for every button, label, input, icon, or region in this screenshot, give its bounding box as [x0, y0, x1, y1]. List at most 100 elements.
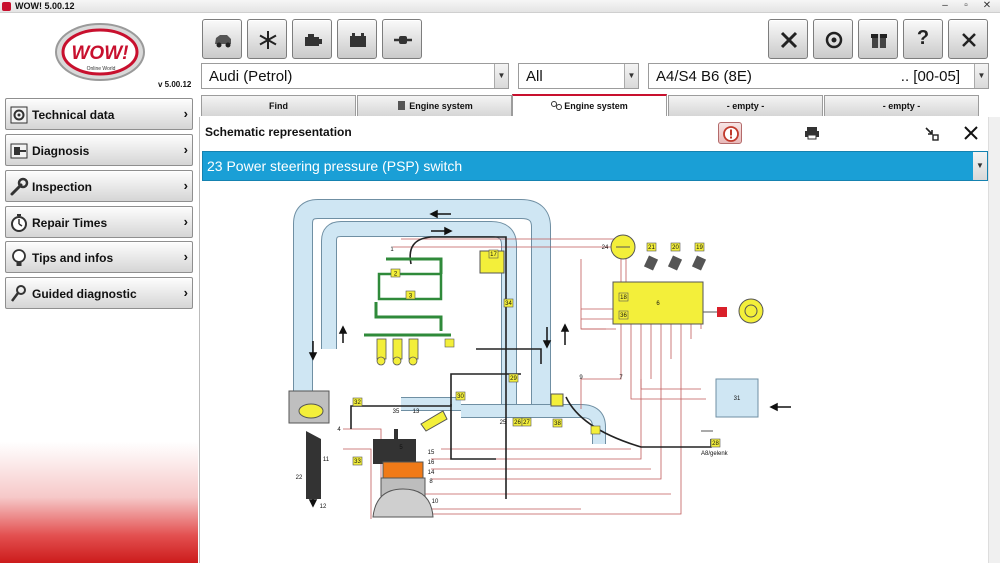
sync-icon — [825, 31, 843, 49]
tab-label: - empty - — [882, 101, 921, 111]
tab-find[interactable]: Find — [201, 95, 356, 116]
filter-select[interactable]: All ▼ — [518, 63, 639, 89]
svg-text:Online World: Online World — [87, 66, 116, 72]
window-title: WOW! 5.00.12 — [15, 1, 75, 11]
diagram-label-11: 11 — [323, 457, 330, 463]
panel-title: Schematic representation — [205, 125, 352, 139]
sidebar-item-tips-and-infos[interactable]: Tips and infos › — [5, 241, 193, 273]
sidebar-item-diagnosis[interactable]: Diagnosis › — [5, 134, 193, 166]
schematic-icon — [551, 101, 563, 110]
diagram-label-20: 20 — [672, 245, 679, 251]
sidebar-item-technical-data[interactable]: Technical data › — [5, 98, 193, 130]
diagram-label-33: 33 — [354, 459, 361, 465]
tab-empty-2[interactable]: - empty - — [824, 95, 979, 116]
diagram-label-24: 24 — [602, 245, 609, 251]
close-icon — [964, 126, 978, 140]
model-years-value: .. [00-05] — [900, 68, 960, 85]
sidebar-item-repair-times[interactable]: Repair Times › — [5, 206, 193, 238]
gift-button[interactable] — [858, 19, 898, 59]
print-button[interactable] — [800, 122, 824, 144]
wow-logo: WOW! Online World — [55, 23, 145, 81]
sidebar: WOW! Online World v 5.00.12 Technical da… — [0, 13, 198, 563]
chevron-down-icon[interactable]: ▼ — [624, 64, 638, 88]
model-select-value: A4/S4 B6 (8E) — [656, 68, 752, 85]
component-numbers: 1 2 3 4 5 6 7 8 9 10 11 12 13 14 15 16 1… — [296, 245, 741, 510]
fuel-rail — [364, 257, 451, 337]
tools-icon — [780, 31, 798, 49]
sidebar-item-guided-diagnostic[interactable]: Guided diagnostic › — [5, 277, 193, 309]
engine-icon — [305, 34, 322, 46]
scrollbar[interactable] — [988, 117, 1000, 563]
cable-button[interactable] — [382, 19, 422, 59]
printer-icon — [805, 127, 819, 140]
diagram-label-14: 14 — [428, 470, 435, 476]
help-button[interactable]: ? — [903, 19, 943, 59]
flow-arrows — [308, 209, 791, 508]
cable-icon — [394, 36, 412, 44]
chevron-down-icon[interactable]: ▼ — [973, 152, 987, 180]
diagram-label-35: 35 — [393, 409, 400, 415]
filter-select-value: All — [526, 68, 543, 85]
exit-button[interactable] — [948, 19, 988, 59]
gear-icon — [10, 106, 28, 124]
app-icon — [2, 2, 11, 11]
close-icon — [962, 33, 976, 47]
panel-close-button[interactable] — [959, 122, 983, 144]
title-bar: WOW! 5.00.12 – ▫ ✕ — [0, 0, 1000, 13]
help-icon: ? — [916, 27, 930, 49]
diagram-label-1: 1 — [390, 247, 394, 253]
diagram-label-27: 27 — [523, 420, 530, 426]
diagram-label-30: 30 — [457, 394, 464, 400]
chevron-right-icon: › — [183, 249, 188, 264]
air-duct — [293, 199, 606, 444]
injectors — [376, 338, 419, 366]
tab-label: - empty - — [726, 101, 765, 111]
diagram-label-19: 19 — [696, 245, 703, 251]
ecu-module — [479, 234, 764, 432]
shrink-button[interactable] — [920, 122, 944, 144]
sidebar-item-label: Inspection — [32, 180, 93, 194]
vehicle-button[interactable] — [202, 19, 242, 59]
chevron-right-icon: › — [183, 178, 188, 193]
tab-engine-system-2[interactable]: Engine system — [512, 94, 667, 116]
info-icon — [723, 126, 739, 142]
tab-label-wrap: Engine system — [358, 101, 511, 111]
diagnosis-plug-icon — [10, 143, 28, 159]
chevron-down-icon[interactable]: ▼ — [494, 64, 508, 88]
schematic-panel: Schematic representation 23 Power steeri… — [199, 117, 988, 563]
snowflake-icon — [259, 31, 277, 49]
chevron-down-icon[interactable]: ▼ — [974, 64, 988, 88]
tab-label: Engine system — [564, 101, 628, 111]
info-button[interactable] — [718, 122, 742, 144]
tools-button[interactable] — [768, 19, 808, 59]
sync-button[interactable] — [813, 19, 853, 59]
minimize-button[interactable]: – — [942, 0, 948, 11]
chevron-right-icon: › — [183, 106, 188, 121]
window-close-button[interactable]: ✕ — [982, 0, 992, 11]
model-select[interactable]: A4/S4 B6 (8E) .. [00-05] ▼ — [648, 63, 989, 89]
shrink-icon — [925, 127, 939, 141]
diagram-label-38: 38 — [554, 421, 561, 427]
maximize-button[interactable]: ▫ — [964, 0, 968, 11]
diagram-label-32: 32 — [354, 400, 361, 406]
tab-engine-system-1[interactable]: Engine system — [357, 95, 512, 116]
sidebar-item-inspection[interactable]: Inspection › — [5, 170, 193, 202]
diagram-label-7: 7 — [619, 375, 623, 381]
diagram-label-22: 22 — [296, 475, 303, 481]
make-select[interactable]: Audi (Petrol) ▼ — [201, 63, 509, 89]
diagram-label-13: 13 — [413, 409, 420, 415]
electrical-button[interactable] — [337, 19, 377, 59]
diagram-label-31: 31 — [734, 396, 741, 402]
sidebar-item-label: Technical data — [32, 108, 115, 122]
tab-empty-1[interactable]: - empty - — [668, 95, 823, 116]
diagram-label-36: 36 — [620, 313, 627, 319]
sidebar-item-label: Repair Times — [32, 216, 108, 230]
engine-button[interactable] — [292, 19, 332, 59]
climate-button[interactable] — [247, 19, 287, 59]
chevron-right-icon: › — [183, 285, 188, 300]
component-labels — [352, 242, 721, 466]
diagram-small-text: A8/gelenk — [701, 451, 729, 457]
component-select[interactable]: 23 Power steering pressure (PSP) switch … — [202, 151, 988, 181]
lightbulb-icon — [12, 249, 26, 266]
